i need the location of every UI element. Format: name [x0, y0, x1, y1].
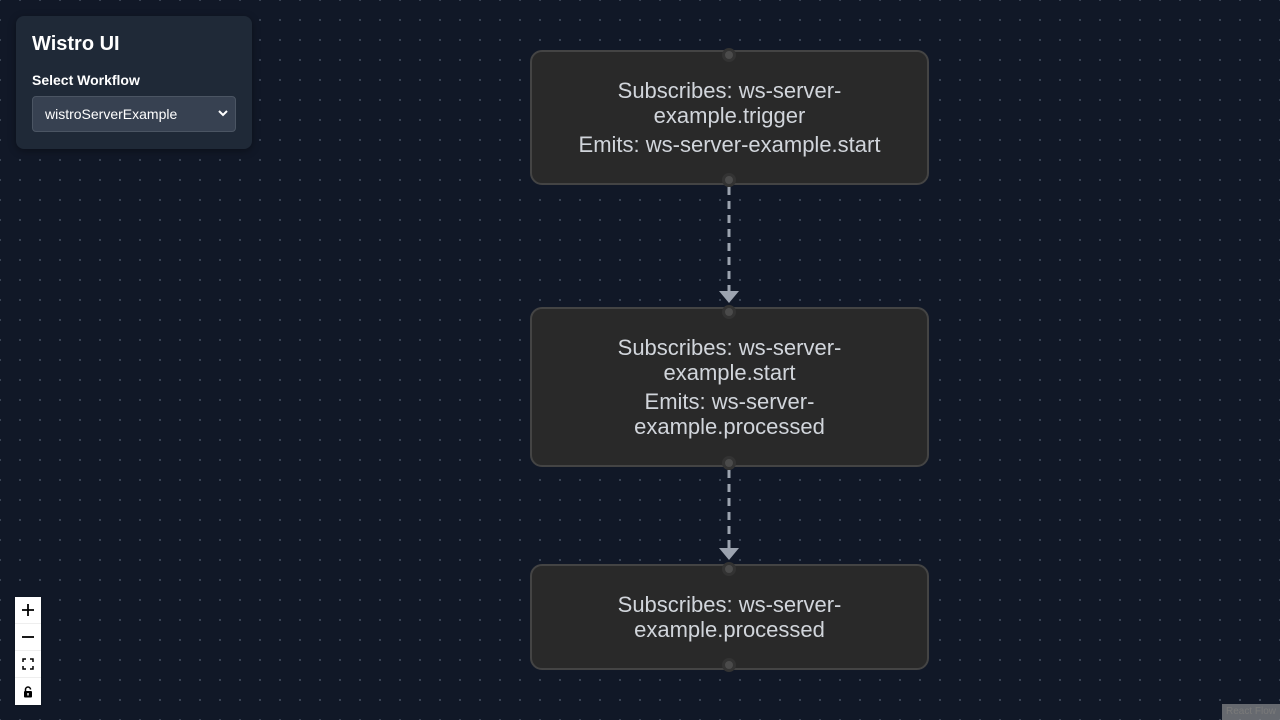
workflow-select-value: wistroServerExample — [45, 106, 178, 122]
workflow-select[interactable]: wistroServerExample — [32, 96, 236, 132]
chevron-down-icon — [218, 110, 228, 117]
node-emits: Emits: ws-server-example.processed — [634, 389, 825, 439]
fit-view-icon — [22, 658, 34, 670]
lock-icon — [24, 685, 32, 697]
minus-icon — [22, 636, 34, 638]
edge-1[interactable] — [719, 187, 739, 303]
flow-controls — [15, 597, 41, 705]
react-flow-attribution[interactable]: React Flow — [1221, 704, 1280, 720]
edge-arrow — [719, 291, 739, 303]
lock-button[interactable] — [15, 678, 41, 705]
node-target-handle[interactable] — [722, 562, 736, 576]
edge-arrow — [719, 548, 739, 560]
node-subscribes: Subscribes: ws-server-example.processed — [617, 592, 842, 642]
select-workflow-label: Select Workflow — [32, 72, 140, 88]
zoom-in-button[interactable] — [15, 597, 41, 624]
zoom-out-button[interactable] — [15, 624, 41, 651]
node-source-handle[interactable] — [722, 173, 736, 187]
edge-2[interactable] — [719, 470, 739, 560]
node-target-handle[interactable] — [722, 305, 736, 319]
node-target-handle[interactable] — [722, 48, 736, 62]
node-emits: Emits: ws-server-example.start — [578, 132, 881, 157]
node-source-handle[interactable] — [722, 456, 736, 470]
app-title: Wistro UI — [32, 33, 120, 55]
workflow-panel: Wistro UI Select Workflow wistroServerEx… — [16, 16, 252, 149]
node-subscribes: Subscribes: ws-server-example.start — [617, 335, 842, 385]
workflow-node[interactable]: Subscribes: ws-server-example.start Emit… — [530, 307, 929, 467]
node-subscribes: Subscribes: ws-server-example.trigger — [617, 78, 842, 128]
plus-icon — [22, 604, 34, 616]
workflow-node[interactable]: Subscribes: ws-server-example.processed — [530, 564, 929, 670]
fit-view-button[interactable] — [15, 651, 41, 678]
workflow-node[interactable]: Subscribes: ws-server-example.trigger Em… — [530, 50, 929, 185]
node-source-handle[interactable] — [722, 658, 736, 672]
